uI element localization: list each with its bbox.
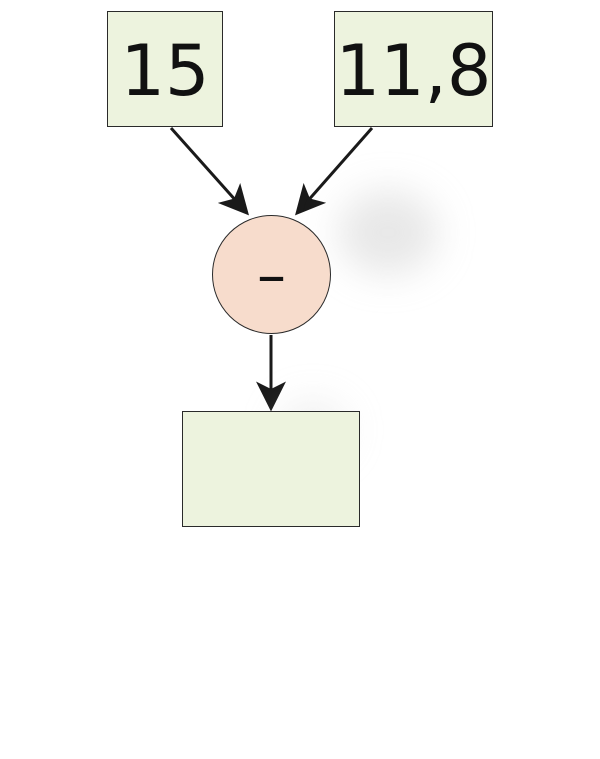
right-operand-value: 11,8: [335, 30, 492, 112]
right-operand-box: 11,8: [334, 11, 493, 127]
result-box[interactable]: [182, 411, 360, 527]
left-operand-value: 15: [120, 30, 210, 112]
left-operand-box: 15: [107, 11, 223, 127]
arrow-right-to-operator: [295, 127, 374, 216]
arrow-left-to-operator: [169, 127, 249, 216]
minus-sign: –: [257, 240, 286, 309]
minus-operator-circle: –: [212, 215, 331, 334]
